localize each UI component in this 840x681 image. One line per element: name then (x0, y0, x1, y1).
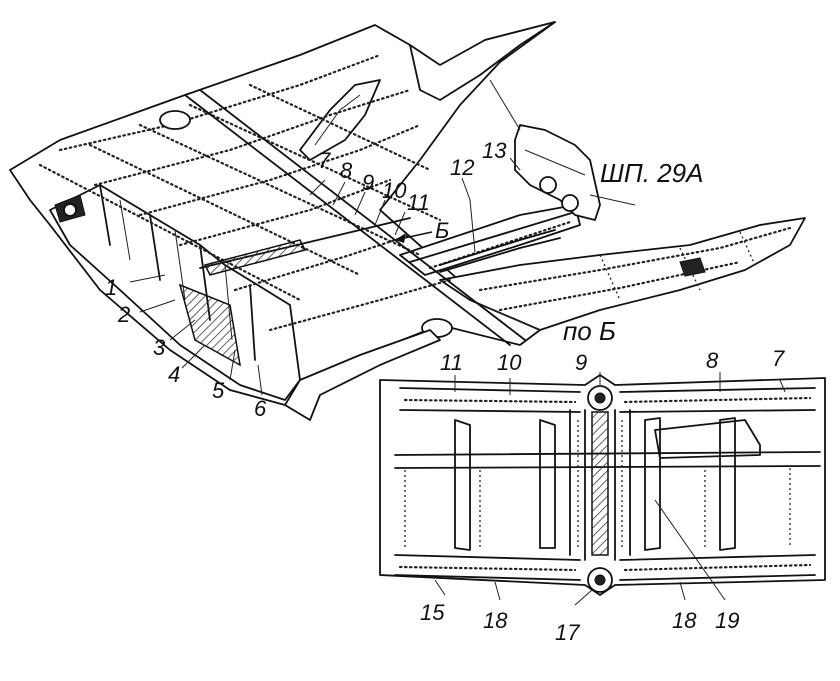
leader-lines (129, 79, 636, 396)
label-9: 9 (362, 170, 374, 195)
label-10: 10 (382, 178, 407, 203)
label-8: 8 (340, 158, 353, 183)
inset-label-10: 10 (497, 350, 522, 375)
label-4: 4 (168, 362, 180, 387)
frame-callout: ШП. 29А (600, 158, 703, 188)
inset-label-18-left: 18 (483, 608, 508, 633)
inset-label-8: 8 (706, 348, 719, 373)
label-7: 7 (318, 148, 331, 173)
inset-label-7: 7 (772, 346, 785, 371)
view-arrow-letter: Б (435, 218, 449, 243)
inset-labels: по Б 11 10 9 8 7 15 18 17 18 19 (420, 316, 785, 645)
centre-keel-beam (399, 204, 581, 276)
inset-label-18-right: 18 (672, 608, 697, 633)
label-5: 5 (212, 378, 225, 403)
inset-label-17: 17 (555, 620, 580, 645)
inset-label-11: 11 (440, 350, 463, 375)
label-12: 12 (450, 155, 474, 180)
frame-bracket (514, 124, 601, 221)
label-2: 2 (117, 302, 130, 327)
section-view-b (379, 372, 826, 606)
upper-fairing (409, 21, 556, 101)
label-13: 13 (482, 138, 507, 163)
label-6: 6 (254, 396, 267, 421)
label-11: 11 (407, 190, 430, 215)
inset-label-9: 9 (575, 350, 587, 375)
main-labels: 1 2 3 4 5 6 7 8 9 10 11 12 13 ШП. 29А Б (105, 138, 703, 421)
inset-title: по Б (563, 316, 616, 346)
main-isometric-view (9, 21, 806, 421)
label-3: 3 (153, 335, 166, 360)
inset-label-19: 19 (715, 608, 739, 633)
inset-label-15: 15 (420, 600, 445, 625)
view-arrow (394, 231, 433, 243)
label-1: 1 (105, 275, 117, 300)
